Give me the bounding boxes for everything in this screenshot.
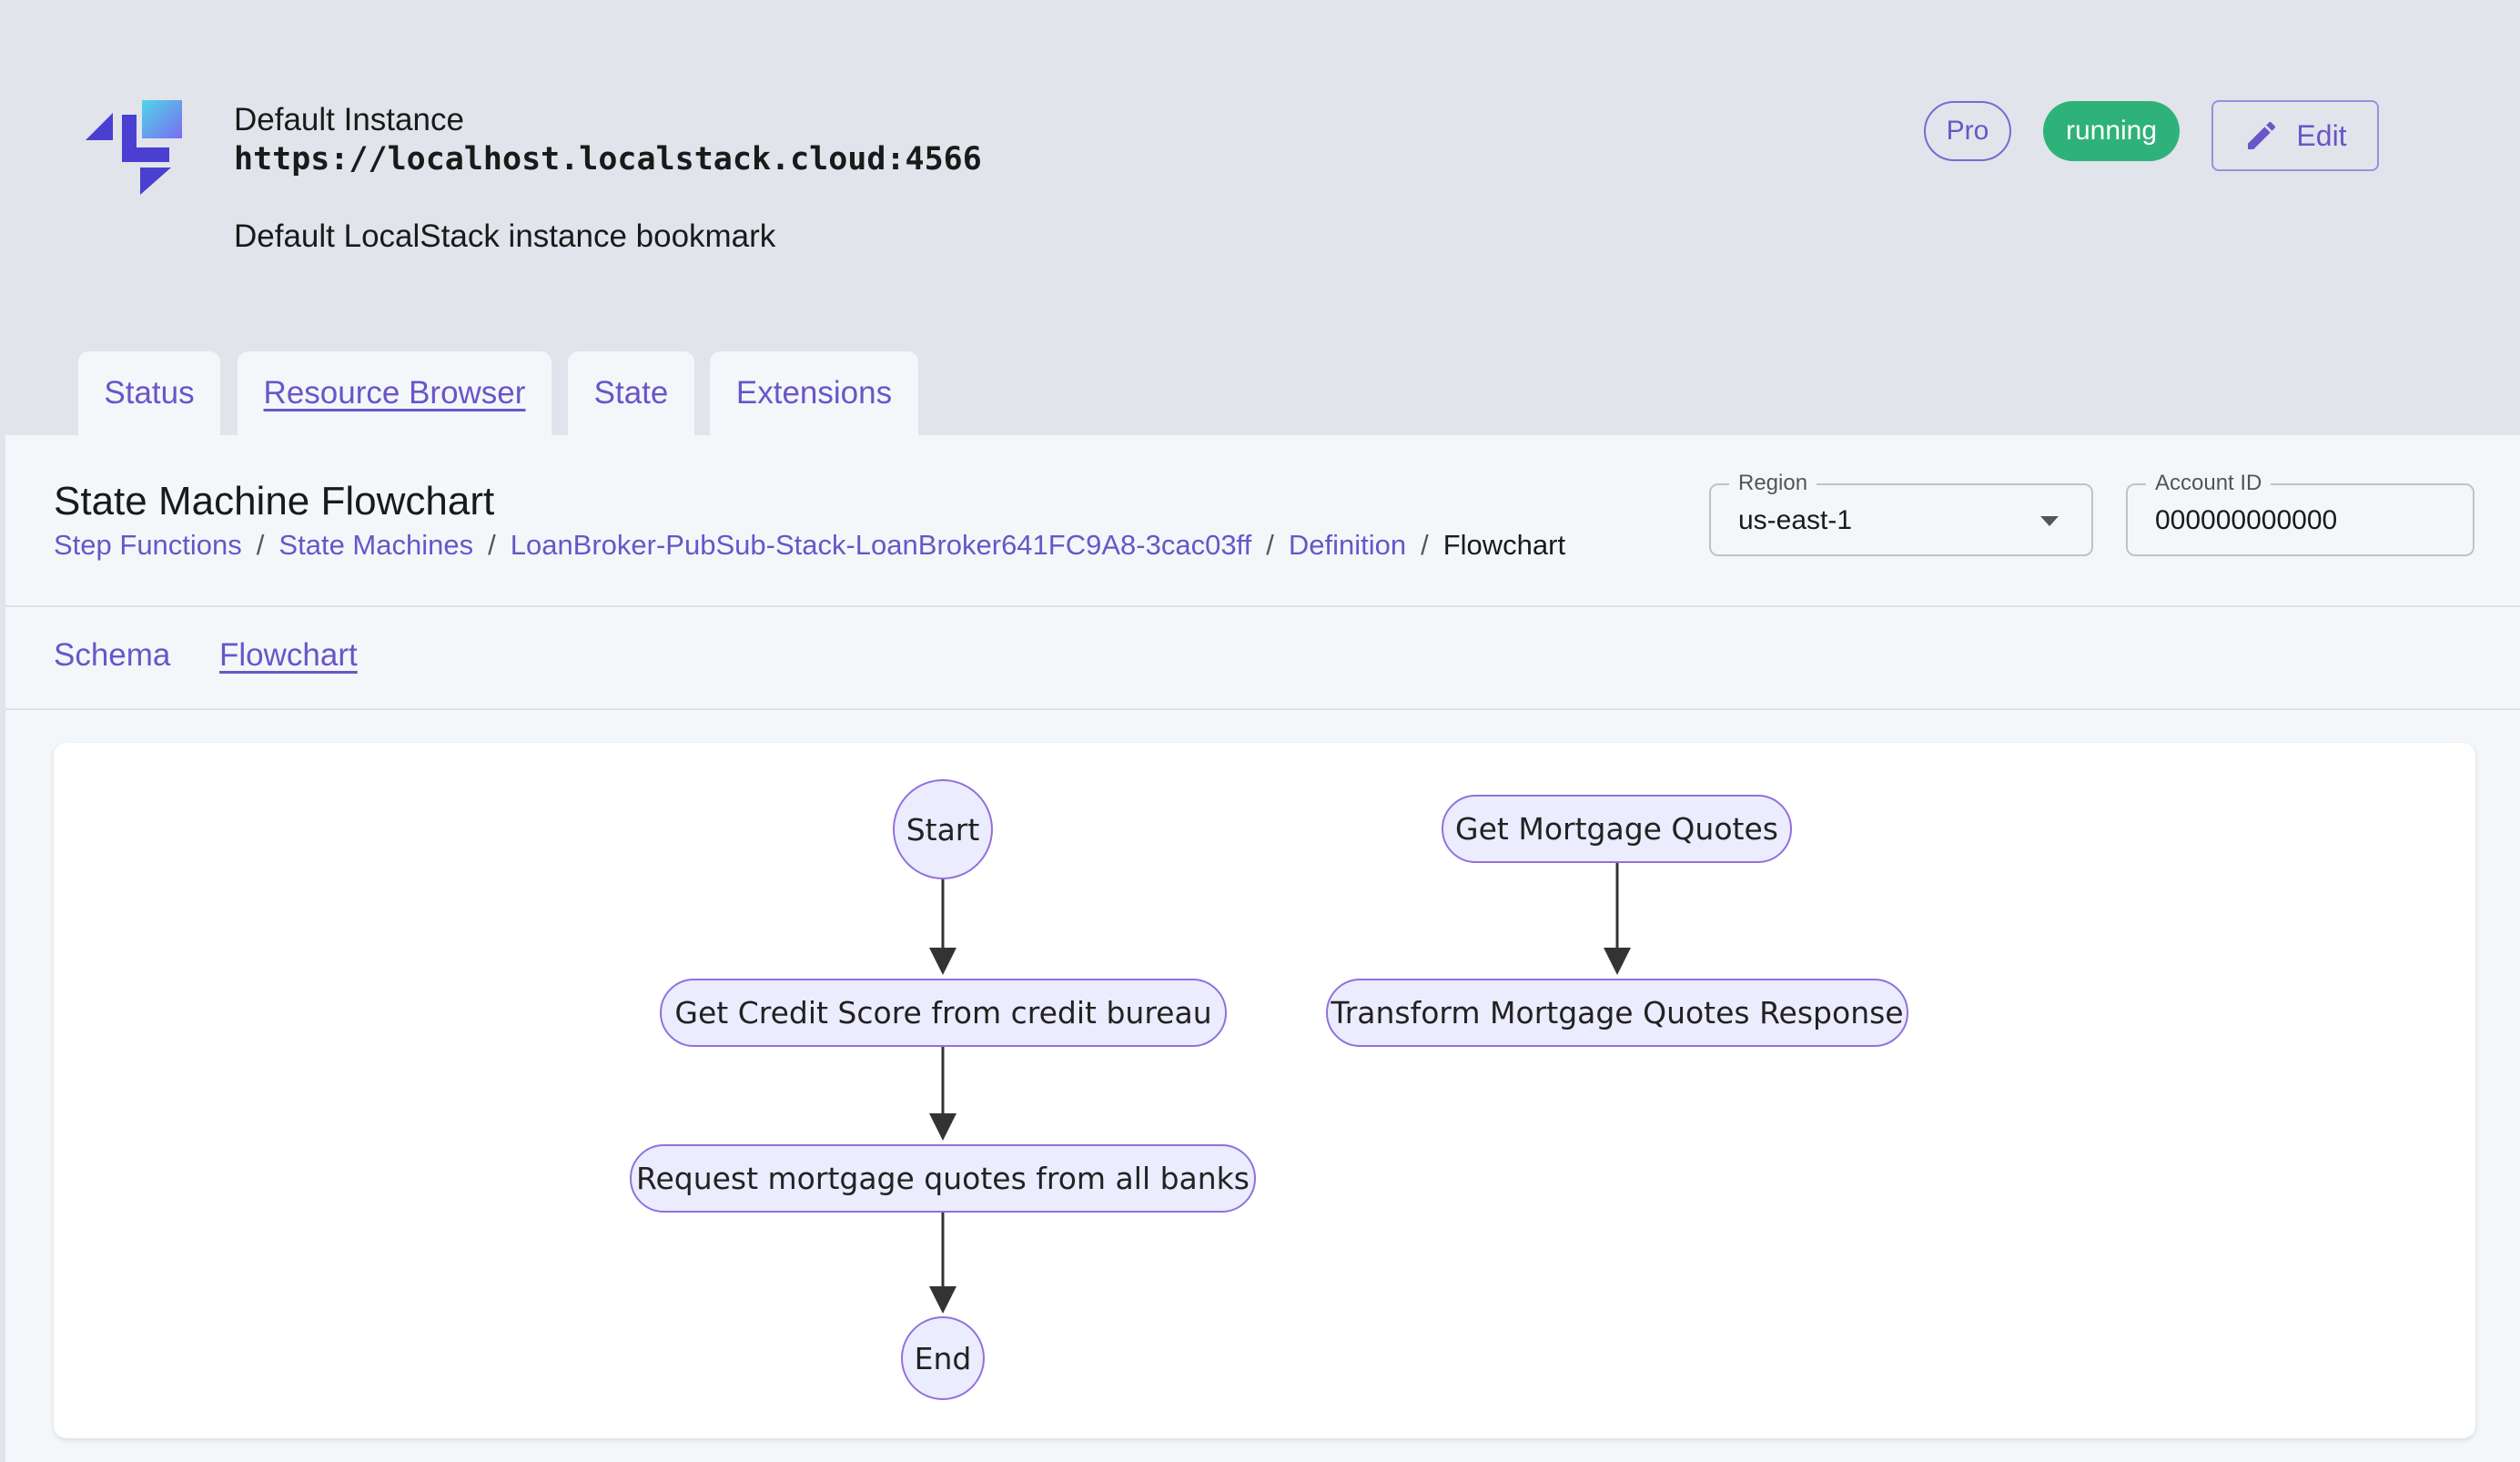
- account-id-field[interactable]: Account ID 000000000000: [2126, 471, 2474, 556]
- tab-resource-browser[interactable]: Resource Browser: [238, 351, 552, 435]
- breadcrumb-separator: /: [1421, 529, 1429, 561]
- page-title: State Machine Flowchart: [54, 479, 495, 523]
- region-label: Region: [1729, 471, 1817, 496]
- breadcrumb-separator: /: [488, 529, 496, 561]
- flowchart-edges: [929, 862, 1631, 1314]
- status-badge: running: [2043, 101, 2180, 161]
- breadcrumb-state-machine[interactable]: LoanBroker-PubSub-Stack-LoanBroker641FC9…: [510, 529, 1252, 561]
- node-request-quotes[interactable]: Request mortgage quotes from all banks: [630, 1144, 1256, 1213]
- breadcrumb-definition[interactable]: Definition: [1288, 529, 1407, 561]
- region-value: us-east-1: [1738, 505, 1853, 535]
- divider: [5, 605, 2520, 607]
- node-label: End: [914, 1340, 972, 1376]
- tab-label: Extensions: [735, 375, 893, 411]
- node-transform-quotes[interactable]: Transform Mortgage Quotes Response: [1326, 979, 1908, 1047]
- node-label: Get Credit Score from credit bureau: [674, 995, 1212, 1031]
- tab-label: State: [593, 375, 669, 411]
- tab-extensions[interactable]: Extensions: [710, 351, 918, 435]
- tab-label: Status: [104, 375, 195, 411]
- subtab-flowchart[interactable]: Flowchart: [219, 637, 358, 673]
- localstack-logo: [86, 96, 187, 198]
- breadcrumb-state-machines[interactable]: State Machines: [278, 529, 474, 561]
- pro-badge: Pro: [1924, 101, 2011, 161]
- breadcrumb-separator: /: [256, 529, 265, 561]
- main-panel: State Machine Flowchart Step Functions/S…: [5, 435, 2520, 1462]
- node-label: Request mortgage quotes from all banks: [636, 1161, 1250, 1196]
- pencil-icon: [2248, 121, 2276, 149]
- chevron-down-icon: [2040, 516, 2059, 526]
- instance-url: https://localhost.localstack.cloud:4566: [234, 141, 982, 178]
- flowchart-canvas: Start Get Credit Score from credit burea…: [54, 743, 2475, 1438]
- node-get-credit-score[interactable]: Get Credit Score from credit bureau: [660, 979, 1227, 1047]
- node-label: Transform Mortgage Quotes Response: [1331, 995, 1904, 1031]
- tab-label: Resource Browser: [263, 375, 526, 411]
- node-get-mortgage-quotes[interactable]: Get Mortgage Quotes: [1442, 795, 1792, 863]
- account-id-value: 000000000000: [2155, 505, 2338, 535]
- node-end[interactable]: End: [901, 1316, 985, 1400]
- region-select[interactable]: Region us-east-1: [1709, 471, 2093, 556]
- edit-button[interactable]: Edit: [2211, 100, 2379, 171]
- tab-state[interactable]: State: [568, 351, 694, 435]
- tab-status[interactable]: Status: [78, 351, 220, 435]
- node-label: Start: [906, 811, 980, 848]
- instance-description: Default LocalStack instance bookmark: [234, 218, 776, 254]
- edit-button-label: Edit: [2296, 118, 2347, 152]
- breadcrumb-current: Flowchart: [1442, 529, 1566, 561]
- account-id-label: Account ID: [2146, 471, 2272, 496]
- breadcrumb-separator: /: [1266, 529, 1274, 561]
- node-label: Get Mortgage Quotes: [1455, 811, 1778, 847]
- breadcrumb-step-functions[interactable]: Step Functions: [54, 529, 242, 561]
- divider: [5, 708, 2520, 710]
- subtab-schema[interactable]: Schema: [54, 637, 171, 673]
- instance-name: Default Instance: [234, 102, 464, 137]
- breadcrumb: Step Functions / State Machines / LoanBroker…: [54, 529, 1565, 562]
- node-start[interactable]: Start: [893, 779, 993, 879]
